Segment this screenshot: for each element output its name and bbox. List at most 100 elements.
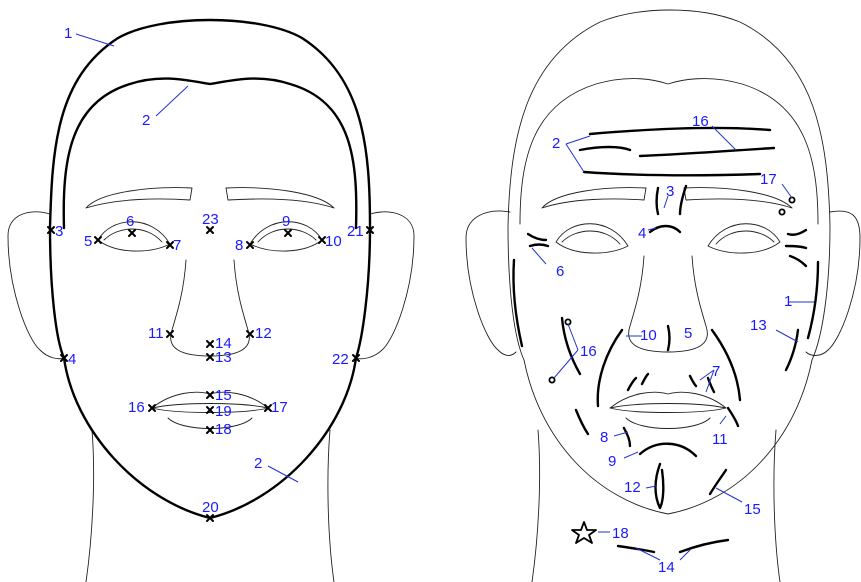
label-2-top: 2: [142, 112, 150, 129]
crows-feet-left-1: [528, 234, 546, 240]
crows-feet-right-3: [790, 256, 806, 266]
lateral-cheek-right: [808, 262, 818, 338]
r-label-16a: 16: [580, 343, 597, 360]
label-14: 14: [215, 335, 232, 352]
r-label-13: 13: [750, 317, 767, 334]
leader-r2-a: [566, 136, 590, 144]
label-8: 8: [235, 237, 243, 254]
r-label-11: 11: [712, 431, 728, 448]
label-18: 18: [215, 421, 232, 438]
label-17: 17: [271, 399, 288, 416]
label-12: 12: [255, 325, 272, 342]
label-9: 9: [282, 213, 290, 230]
leader-r17: [782, 184, 792, 198]
philtrum-line: [668, 326, 670, 350]
forehead-line-2b: [640, 148, 774, 156]
marker-18: [207, 427, 213, 433]
right-fig-right-eyebrow: [684, 188, 792, 208]
star-marker: [572, 522, 596, 543]
leader-r6: [532, 248, 546, 264]
glabella-left: [657, 188, 659, 214]
right-ear: [356, 212, 414, 359]
forehead-line-2a: [580, 147, 630, 150]
r-label-6: 6: [556, 263, 564, 280]
neck-line-right: [680, 540, 728, 552]
marker-6: [129, 230, 135, 236]
r-label-4: 4: [638, 225, 646, 242]
label-11: 11: [148, 325, 164, 342]
label-6: 6: [126, 213, 134, 230]
jowl-left: [576, 410, 588, 434]
label-2-bottom: 2: [254, 455, 262, 472]
forehead-line-1: [590, 128, 770, 134]
right-fig-left-eye-lid: [562, 231, 620, 244]
neck-line-left: [618, 546, 654, 552]
right-fig-right-ear: [806, 211, 860, 355]
label-22: 22: [332, 351, 349, 368]
r-label-5: 5: [684, 325, 692, 342]
marker-5: [95, 237, 101, 243]
crows-feet-left-2: [530, 245, 548, 247]
chin-side-line: [710, 470, 726, 494]
label-19: 19: [215, 403, 232, 420]
right-fig-upper-lip: [610, 392, 726, 408]
r-label-2: 2: [552, 135, 560, 152]
marker-12: [247, 331, 253, 337]
r-label-9: 9: [608, 453, 616, 470]
label-7: 7: [173, 237, 181, 254]
right-fig-left-ear: [466, 211, 516, 355]
marker-13: [207, 354, 213, 360]
right-eyebrow: [226, 188, 334, 208]
r-label-15: 15: [744, 501, 761, 518]
label-1: 1: [64, 25, 72, 42]
marker-15: [207, 392, 213, 398]
spot-marker-16b: [549, 377, 554, 382]
perioral-2: [642, 374, 648, 384]
right-fig-head-outline: [508, 10, 830, 514]
nasolabial-left: [598, 330, 622, 406]
marker-11: [167, 331, 173, 337]
right-fig-right-eye-lid: [716, 231, 774, 244]
label-16: 16: [128, 399, 145, 416]
spot-marker-17: [789, 197, 794, 202]
r-label-7: 7: [712, 363, 720, 380]
marionette-left: [624, 428, 630, 446]
label-10: 10: [325, 233, 342, 250]
nose: [171, 260, 250, 356]
r-label-3: 3: [666, 183, 674, 200]
right-fig-lip-line: [610, 408, 726, 413]
right-fig-left-neck: [532, 430, 540, 582]
marionette-right: [728, 408, 738, 426]
left-eyebrow: [86, 188, 192, 208]
r-label-18: 18: [612, 525, 629, 542]
leader-r16-top: [712, 126, 736, 150]
lateral-cheek-left: [513, 260, 522, 346]
spot-marker-17b: [779, 209, 784, 214]
label-20: 20: [202, 499, 219, 516]
label-23: 23: [202, 211, 219, 228]
r-label-8: 8: [600, 429, 608, 446]
right-neck-line: [328, 430, 334, 582]
r-label-17: 17: [760, 171, 777, 188]
r-label-16b: 16: [692, 113, 709, 130]
perioral-1: [628, 378, 636, 390]
leader-r11: [720, 416, 726, 424]
right-fig-lower-lip: [626, 418, 710, 429]
leader-r13: [776, 330, 798, 342]
label-4: 4: [68, 351, 76, 368]
leader-r16-a: [568, 324, 578, 350]
marker-14: [207, 341, 213, 347]
r-label-14: 14: [658, 559, 675, 576]
leader-r2-b: [566, 144, 584, 172]
label-21: 21: [347, 223, 364, 240]
left-face-figure: [8, 20, 414, 582]
leader-r9: [624, 452, 638, 458]
label-5: 5: [84, 233, 92, 250]
right-fig-right-neck: [774, 430, 780, 582]
leader-1: [76, 34, 114, 46]
left-landmark-markers: [48, 227, 373, 521]
head-outline: [50, 20, 370, 518]
r-label-12: 12: [624, 479, 641, 496]
marker-9: [285, 230, 291, 236]
